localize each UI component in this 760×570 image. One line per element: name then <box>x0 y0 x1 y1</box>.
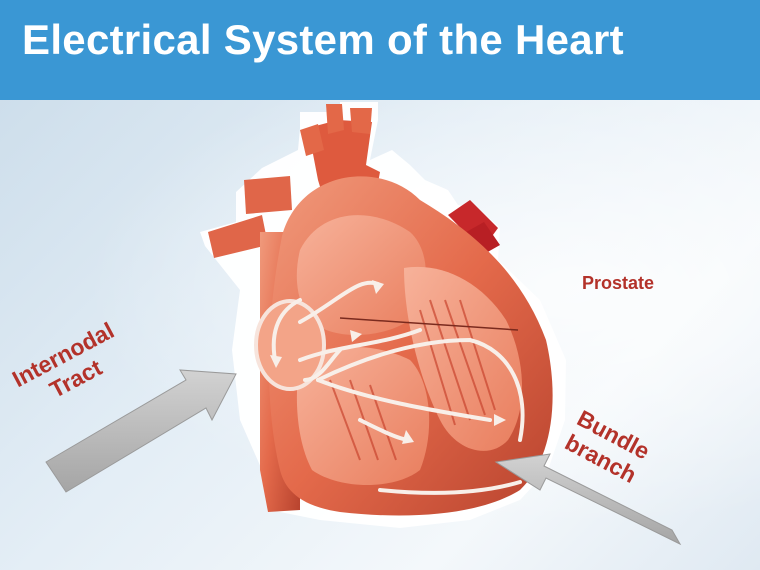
title-bar: Electrical System of the Heart <box>0 0 760 100</box>
bundle-arrow-icon <box>494 453 682 546</box>
heart-icon <box>200 102 566 528</box>
prostate-label: Prostate <box>582 273 655 293</box>
internodal-arrow-icon <box>45 369 237 493</box>
slide-title: Electrical System of the Heart <box>22 16 624 63</box>
